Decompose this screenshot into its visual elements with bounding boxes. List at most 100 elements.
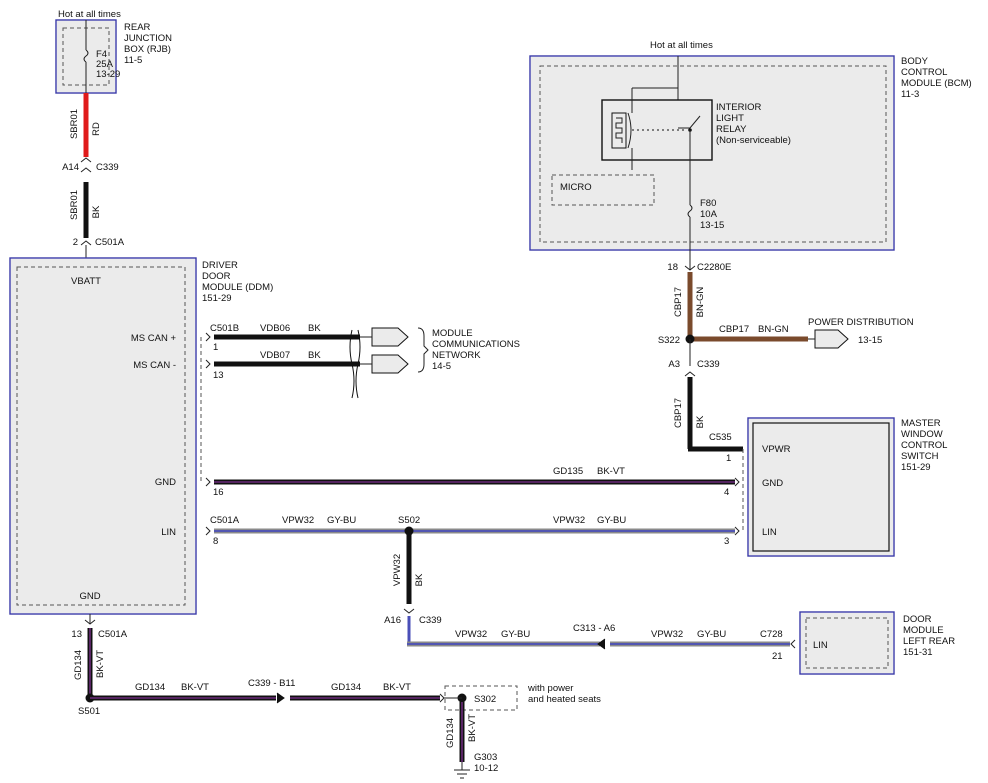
ddm-title-1: DRIVER	[202, 260, 238, 271]
door-module-left-rear	[799, 611, 895, 675]
label-a16: A16	[384, 615, 401, 626]
ddm-vbatt-pin: VBATT	[71, 276, 101, 287]
mcn-title-1: MODULE	[432, 328, 473, 339]
label-gd134-d: GD134	[445, 718, 456, 748]
bcm-hot-label: Hot at all times	[650, 40, 713, 51]
label-c501a-lin: C501A	[210, 515, 240, 526]
label-bk-b: BK	[308, 323, 321, 334]
connector-c339-right-icon	[684, 371, 696, 377]
dmlr-lin-pin: LIN	[813, 640, 828, 651]
label-c339-right: C339	[697, 359, 720, 370]
relay-title-4: (Non-serviceable)	[716, 135, 791, 146]
mwcs-title-5: 151-29	[901, 462, 931, 473]
label-vdb07: VDB07	[260, 350, 290, 361]
label-g303: G303	[474, 752, 497, 763]
label-rd: RD	[91, 122, 102, 136]
label-c728: C728	[760, 629, 783, 640]
mwcs-gnd-pin: GND	[762, 478, 783, 489]
label-gd134-a: GD134	[73, 650, 84, 680]
label-pin2: 2	[73, 237, 78, 248]
label-c339-mid: C339	[419, 615, 442, 626]
ddm-title-2: DOOR	[202, 271, 231, 282]
connector-c339-b11-icon	[276, 692, 285, 704]
ddm-gnd-bottom-pin: GND	[79, 591, 100, 602]
label-s302: S302	[474, 694, 496, 705]
label-pin1: 1	[213, 342, 218, 353]
dmlr-title-1: DOOR	[903, 614, 932, 625]
label-a14: A14	[62, 162, 79, 173]
pd-ref: 13-15	[858, 335, 882, 346]
ddm-title-3: MODULE (DDM)	[202, 282, 273, 293]
bcm-fuse-ref: 13-15	[700, 220, 724, 231]
bcm-title-2: CONTROL	[901, 67, 947, 78]
label-pin16: 16	[213, 487, 224, 498]
label-bkvt-c: BK-VT	[181, 682, 209, 693]
pd-label: POWER DISTRIBUTION	[808, 317, 914, 328]
label-cbp17-b: CBP17	[719, 324, 749, 335]
connector-c501a-top-icon	[80, 240, 92, 246]
label-c501a-top: C501A	[95, 237, 125, 248]
label-cbp17-a: CBP17	[673, 287, 684, 317]
driver-door-module	[9, 257, 197, 615]
mwcs-title-3: CONTROL	[901, 440, 947, 451]
label-vpw32-b: VPW32	[553, 515, 585, 526]
fuse-f4-icon	[83, 49, 89, 63]
relay-title-2: LIGHT	[716, 113, 744, 124]
dmlr-title-4: 151-31	[903, 647, 933, 658]
rear-junction-box	[55, 19, 117, 94]
label-pin21: 21	[772, 651, 783, 662]
mcn-title-2: COMMUNICATIONS	[432, 339, 520, 350]
bcm-title-4: 11-3	[901, 89, 919, 100]
mcn-title-4: 14-5	[432, 361, 451, 372]
twisted-pair-icon	[349, 329, 355, 399]
rjb-title-4: 11-5	[124, 55, 142, 66]
label-gd135: GD135	[553, 466, 583, 477]
rjb-fuse-amps: 25A	[96, 59, 114, 70]
label-sbr01-a: SBR01	[69, 109, 80, 139]
label-bk-d: BK	[695, 415, 706, 428]
rjb-title-1: REAR	[124, 22, 151, 33]
connector-c313-icon	[597, 638, 606, 650]
label-gybu-b: GY-BU	[597, 515, 626, 526]
label-bkvt-b: BK-VT	[95, 650, 106, 678]
label-c313-a6: C313 - A6	[573, 623, 615, 634]
mwcs-lin-pin: LIN	[762, 527, 777, 538]
ddm-mscanm-pin: MS CAN -	[133, 360, 176, 371]
mwcs-title-2: WINDOW	[901, 429, 943, 440]
s302-optional-box	[444, 685, 518, 711]
label-sbr01-b: SBR01	[69, 190, 80, 220]
body-control-module	[529, 55, 895, 251]
label-pin1-right: 1	[726, 453, 731, 464]
label-seats-1: with power	[527, 683, 573, 694]
label-g303-ref: 10-12	[474, 763, 498, 774]
master-window-control-switch	[742, 417, 895, 557]
rjb-hot-label: Hot at all times	[58, 9, 121, 20]
label-vdb06: VDB06	[260, 323, 290, 334]
label-vpw32-d: VPW32	[455, 629, 487, 640]
label-bngn-a: BN-GN	[695, 287, 706, 318]
label-bk-c: BK	[308, 350, 321, 361]
mcn-connector-icon	[371, 327, 409, 347]
label-bkvt-d: BK-VT	[383, 682, 411, 693]
label-vpw32-e: VPW32	[651, 629, 683, 640]
relay-title-1: INTERIOR	[716, 102, 762, 113]
mwcs-title-1: MASTER	[901, 418, 941, 429]
bcm-fuse-amps: 10A	[700, 209, 718, 220]
mwcs-title-4: SWITCH	[901, 451, 939, 462]
label-pin18: 18	[667, 262, 678, 273]
ddm-title-4: 151-29	[202, 293, 232, 304]
relay-title-3: RELAY	[716, 124, 747, 135]
ground-g303-icon	[454, 762, 470, 779]
connector-c339-mid-icon	[403, 608, 415, 614]
label-gd134-c: GD134	[331, 682, 361, 693]
label-pin8: 8	[213, 536, 218, 547]
bcm-title-3: MODULE (BCM)	[901, 78, 972, 89]
label-gybu-e: GY-BU	[697, 629, 726, 640]
rjb-title-2: JUNCTION	[124, 33, 172, 44]
bcm-micro-label: MICRO	[560, 182, 592, 193]
label-s502: S502	[398, 515, 420, 526]
label-pin3: 3	[724, 536, 729, 547]
rjb-title-3: BOX (RJB)	[124, 44, 171, 55]
label-vpw32-c: VPW32	[392, 554, 403, 586]
